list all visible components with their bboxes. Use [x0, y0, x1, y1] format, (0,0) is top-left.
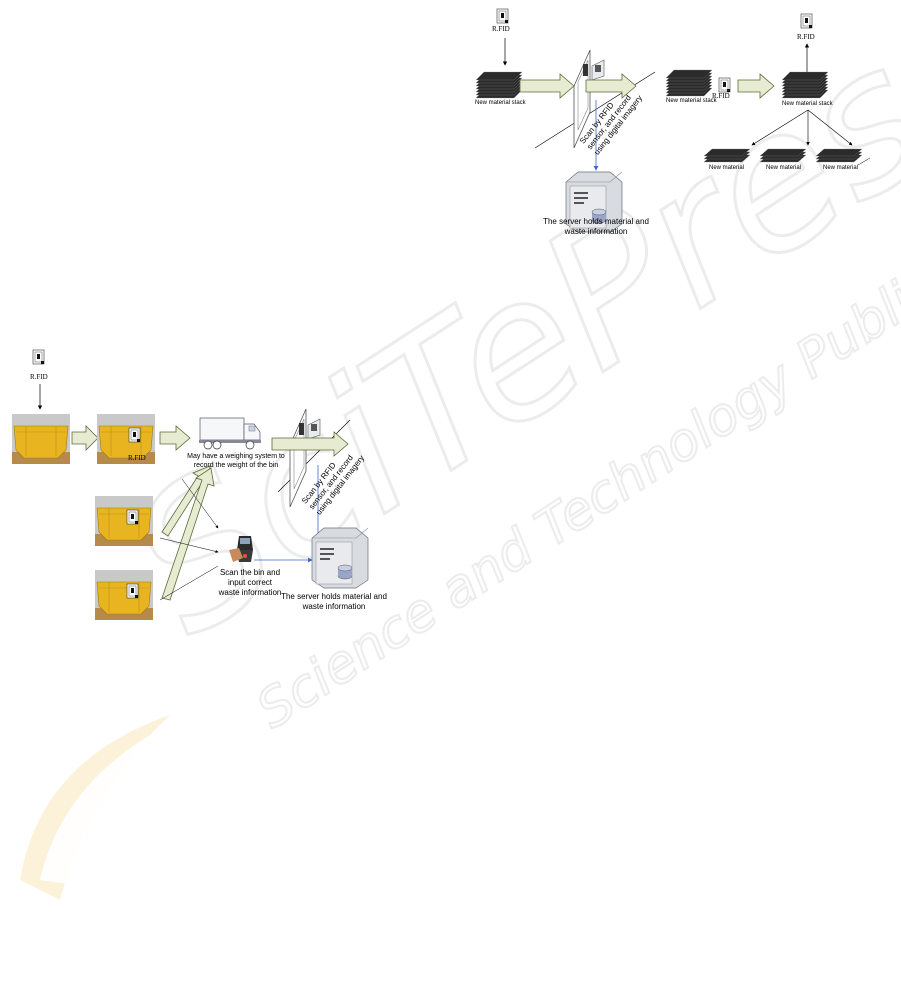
weigh-caption: May have a weighing system to record the…	[180, 452, 292, 470]
watermark-swoosh-inner	[40, 735, 150, 885]
rfid-tag-icon	[126, 583, 139, 599]
rfid-label: R.FID	[797, 33, 815, 41]
stack-label: New material stack	[666, 98, 717, 104]
stack-label: New material stack	[475, 100, 526, 106]
material-label: New material	[766, 165, 802, 171]
server-caption-line: The server holds material and	[281, 592, 387, 601]
rfid-tag-icon	[496, 8, 509, 24]
rfid-tag-icon	[718, 77, 731, 93]
server-caption: The server holds material and waste info…	[276, 592, 392, 612]
waste-bin-image	[11, 413, 71, 465]
rfid-tag-icon	[800, 13, 813, 29]
waste-bin-image	[96, 413, 156, 465]
stack-label: New material stack	[782, 101, 833, 107]
material-stack-icon	[665, 69, 713, 97]
server-caption-line: The server holds material and	[543, 217, 649, 226]
split-arrow	[807, 109, 853, 146]
scanner-caption-line: input correct	[227, 578, 273, 587]
pointer-arrow	[159, 565, 219, 601]
scanner-caption-line: Scan the bin and	[219, 568, 281, 577]
sheet-pointer	[857, 157, 871, 166]
server-icon	[311, 527, 369, 589]
rfid-tag-icon	[32, 349, 45, 365]
material-label: New material	[709, 165, 745, 171]
flow-arrow	[159, 425, 191, 451]
rfid-label: R.FID	[30, 373, 48, 381]
flow-arrow	[271, 431, 349, 457]
material-stack-icon	[781, 71, 829, 99]
flow-arrow	[585, 73, 637, 99]
flow-arrow	[737, 73, 775, 99]
server-caption: The server holds material and waste info…	[536, 217, 656, 237]
rfid-label: R.FID	[712, 92, 730, 100]
rfid-label: R.FID	[128, 454, 146, 462]
waste-bin-image	[94, 495, 154, 547]
split-arrow	[751, 109, 809, 146]
scanner-caption-line: waste information	[218, 588, 282, 597]
rfid-tag-icon	[126, 509, 139, 525]
weigh-caption-line: record the weight of the bin	[193, 462, 279, 469]
material-sheet-icon	[759, 148, 807, 163]
handheld-scanner-icon	[229, 536, 253, 562]
pointer-arrow	[181, 478, 219, 529]
pointer-arrow	[159, 537, 219, 553]
waste-bin-image	[94, 569, 154, 621]
server-caption-line: waste information	[302, 602, 366, 611]
scanner-caption: Scan the bin and input correct waste inf…	[202, 568, 298, 598]
material-stack-icon	[475, 71, 523, 99]
server-caption-line: waste information	[564, 227, 628, 236]
truck-icon	[198, 417, 262, 450]
rfid-label: R.FID	[492, 25, 510, 33]
top-flow-diagram	[475, 8, 871, 233]
bottom-flow-diagram	[11, 349, 369, 621]
flow-arrow	[71, 425, 99, 451]
material-sheet-icon	[703, 148, 751, 163]
weigh-caption-line: May have a weighing system to	[187, 453, 285, 460]
material-sheet-icon	[815, 148, 863, 163]
material-label: New material	[823, 165, 859, 171]
flow-arrow	[519, 73, 575, 99]
flow-arrow	[161, 467, 215, 601]
rfid-tag-icon	[128, 427, 141, 443]
